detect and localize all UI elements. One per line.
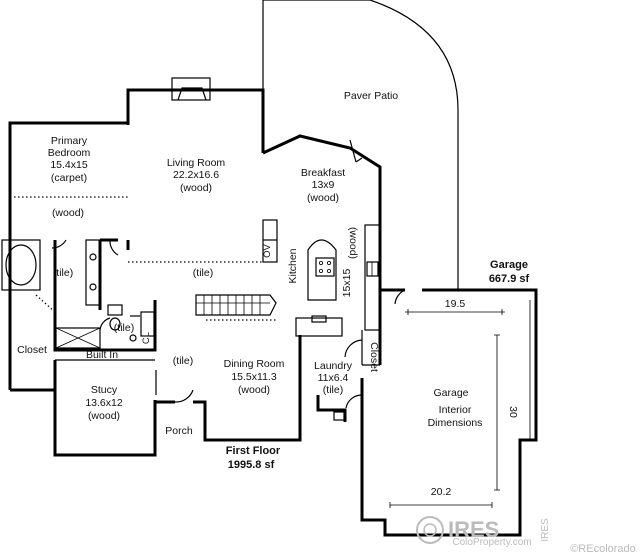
closet-right-label: Closet (368, 342, 380, 372)
cl-label: CL (141, 332, 152, 344)
living-room-floor: (wood) (180, 182, 212, 194)
toilet (107, 304, 155, 342)
recolorado-credit: ©REcolorado (570, 543, 636, 555)
hall-tile-label: (tile) (193, 267, 213, 279)
laundry-walls (316, 395, 347, 422)
first-floor-area: 1995.8 sf (228, 459, 275, 471)
patio-outline (262, 0, 459, 290)
primary-bedroom-size: 15.4x15 (50, 159, 88, 171)
dining-room-label: Dining Room (224, 358, 285, 370)
closet-right-box (361, 330, 380, 366)
watermark-logo: IRES (448, 517, 499, 542)
garage-interior-line-1: Garage (433, 387, 468, 399)
doors (51, 139, 406, 409)
breakfast-label: Breakfast (301, 167, 345, 179)
oven (262, 219, 278, 263)
primary-bedroom-label-1: Primary (51, 135, 88, 147)
stairs (195, 294, 277, 316)
closet-left-label: Closet (17, 344, 47, 356)
bedroom-north-wall (8, 121, 128, 390)
study-label: Stucy (91, 384, 118, 396)
hall-partition (98, 238, 118, 310)
garage-interior-line-3: Dimensions (428, 417, 483, 429)
garage-dim-bottom: 20.2 (431, 486, 452, 498)
dotted-lines (10, 196, 276, 321)
watermark-sub: ColoProperty.com (452, 537, 531, 548)
built-in-label: Built In (86, 349, 118, 361)
fireplace (171, 77, 211, 101)
kitchen-counter (295, 224, 381, 337)
garage-interior-line-2: Interior (439, 404, 472, 416)
shower (55, 327, 101, 349)
garage-dim-top: 19.5 (445, 298, 466, 310)
laundry-label: Laundry (314, 360, 353, 372)
garage-dim-side: 30 (507, 406, 519, 418)
laundry-sink (333, 411, 345, 421)
kitchen-size: 15x15 (341, 269, 353, 298)
primary-bedroom-floor: (carpet) (51, 172, 87, 184)
dining-room-floor: (wood) (238, 384, 270, 396)
living-room-north-wall (126, 88, 265, 153)
kitchen-floor: (wood) (347, 227, 359, 259)
watermark: IRES ColoProperty.com IRES ©REcolorado (416, 516, 636, 555)
bath-tile-label-2: (tile) (114, 322, 134, 334)
breakfast-floor: (wood) (307, 192, 339, 204)
kitchen-label: Kitchen (287, 248, 299, 283)
porch-wall (153, 400, 175, 455)
primary-bedroom-label-2: Bedroom (48, 147, 91, 159)
porch-label: Porch (165, 425, 193, 437)
study-size: 13.6x12 (85, 397, 123, 409)
study-floor: (wood) (88, 410, 120, 422)
bath-partition (53, 240, 157, 352)
labels: Paver Patio Primary Bedroom 15.4x15 (car… (17, 90, 529, 498)
paver-patio-label: Paver Patio (344, 90, 398, 102)
breakfast-size: 13x9 (312, 179, 335, 191)
laundry-size: 11x6.4 (318, 372, 349, 384)
living-room-size: 22.2x16.6 (173, 169, 219, 181)
first-floor-title: First Floor (226, 445, 281, 457)
watermark-side: IRES (540, 518, 551, 542)
garage-area: 667.9 sf (489, 273, 530, 285)
garage-dimensions (389, 300, 537, 535)
living-room-label: Living Room (167, 157, 226, 169)
garage-title: Garage (490, 259, 528, 271)
bath-tile-label: (tile) (53, 267, 73, 279)
laundry-floor: (tile) (323, 384, 343, 396)
bathtub (1, 239, 41, 291)
entry-wall (193, 400, 302, 442)
dining-room-size: 15.5x11.3 (231, 371, 277, 383)
kitchen-island (307, 239, 337, 301)
primary-bedroom-floor-2: (wood) (52, 207, 84, 219)
vanity (85, 239, 101, 306)
oven-label: OV (262, 243, 273, 257)
entry-tile-label: (tile) (173, 355, 193, 367)
